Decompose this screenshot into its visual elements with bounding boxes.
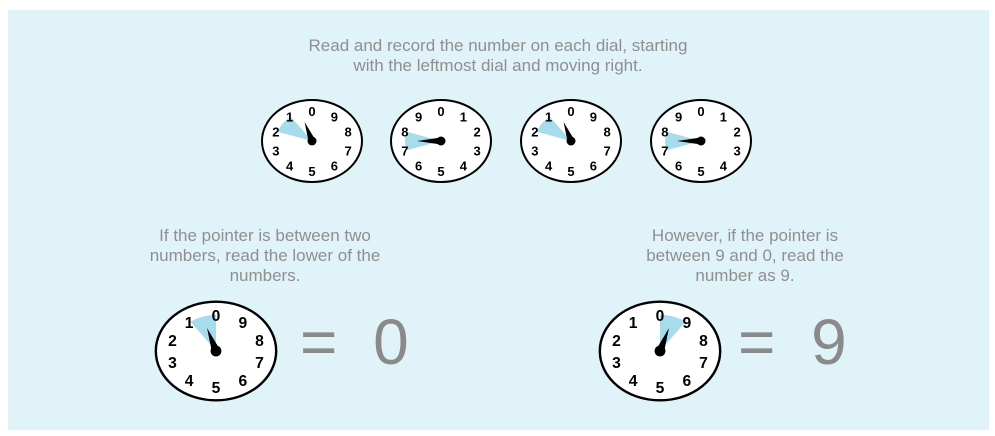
dial-digit: 8	[699, 333, 708, 350]
rule-nine-line-1: However, if the pointer is	[585, 226, 905, 246]
dial-digit: 6	[590, 158, 597, 173]
rule-lower-line-2: numbers, read the lower of the	[100, 246, 430, 266]
dial-digit: 1	[629, 315, 638, 332]
dial-digit: 8	[661, 125, 668, 140]
result-value: 9	[811, 306, 847, 378]
example-dial-zero: 0 12 34 5 67 89	[151, 296, 281, 406]
instructions-text: Read and record the number on each dial,…	[200, 36, 796, 76]
dial-digit: 3	[474, 143, 481, 158]
rule-nine-line-3: number as 9.	[585, 266, 905, 286]
dial-digit: 1	[286, 110, 293, 125]
dial-digit: 6	[415, 158, 422, 173]
dial-digit: 3	[168, 355, 177, 372]
dial-digit: 5	[212, 380, 221, 397]
dial-digit: 4	[286, 158, 294, 173]
dial-digit: 5	[567, 164, 574, 179]
dial-digit: 9	[590, 110, 597, 125]
dial-digit: 7	[401, 143, 408, 158]
equation-zero: = 0	[300, 310, 409, 374]
pointer-hub	[697, 137, 706, 146]
equals-sign: =	[738, 306, 775, 378]
dial-digit: 0	[212, 308, 221, 325]
dial-digit: 7	[661, 143, 668, 158]
dial-digit: 4	[460, 158, 468, 173]
dial-digit: 2	[734, 125, 741, 140]
dial-digit: 0	[437, 104, 444, 119]
dial-digit: 0	[308, 104, 315, 119]
rule-lower-number-text: If the pointer is between two numbers, r…	[100, 226, 430, 286]
pointer-hub	[567, 137, 576, 146]
dial-digit: 4	[720, 158, 728, 173]
dial-digit: 2	[531, 125, 538, 140]
instructions-line-2: with the leftmost dial and moving right.	[200, 56, 796, 76]
dial-digit: 5	[437, 164, 444, 179]
dial-digit: 5	[697, 164, 704, 179]
dial-digit: 2	[474, 125, 481, 140]
dial-digit: 9	[675, 110, 682, 125]
dial-digit: 6	[239, 373, 248, 390]
dial-digit: 9	[239, 315, 248, 332]
rule-lower-line-1: If the pointer is between two	[100, 226, 430, 246]
dial-digit: 1	[185, 315, 194, 332]
dial-digit: 5	[656, 380, 665, 397]
instructions-line-1: Read and record the number on each dial,…	[200, 36, 796, 56]
dial-digit: 2	[612, 333, 621, 350]
dial-digit: 4	[545, 158, 553, 173]
dial-digit: 2	[272, 125, 279, 140]
dial-digit: 6	[683, 373, 692, 390]
rule-nine-zero-text: However, if the pointer is between 9 and…	[585, 226, 905, 286]
dial-digit: 8	[255, 333, 264, 350]
dial-digit: 0	[656, 308, 665, 325]
dial-digit: 3	[272, 143, 279, 158]
example-dial-nine: 0 12 34 5 67 89	[595, 296, 725, 406]
dial-digit: 0	[567, 104, 574, 119]
dial-digit: 6	[675, 158, 682, 173]
pointer-hub	[211, 346, 222, 357]
dial-digit: 0	[697, 104, 704, 119]
dial-digit: 1	[460, 110, 467, 125]
rule-lower-line-3: numbers.	[100, 266, 430, 286]
pointer-hub	[308, 137, 317, 146]
equation-nine: = 9	[738, 310, 847, 374]
dial-digit: 7	[345, 143, 352, 158]
dial-digit: 8	[604, 125, 611, 140]
pointer-hub	[655, 346, 666, 357]
dial-digit: 4	[629, 373, 638, 390]
dial-digit: 3	[612, 355, 621, 372]
dial-digit: 8	[401, 125, 408, 140]
dial-digit: 9	[415, 110, 422, 125]
pointer-hub	[437, 137, 446, 146]
dial-digit: 3	[531, 143, 538, 158]
dial-digit: 5	[308, 164, 315, 179]
dial-digit: 7	[699, 355, 708, 372]
dial-digit: 7	[255, 355, 264, 372]
dial-digit: 1	[545, 110, 552, 125]
dial-digit: 9	[683, 315, 692, 332]
dial-digit: 3	[734, 143, 741, 158]
result-value: 0	[373, 306, 409, 378]
dial-digit: 8	[345, 125, 352, 140]
dial-2: 0 12 34 567 89	[387, 96, 495, 186]
dial-digit: 2	[168, 333, 177, 350]
dial-digit: 9	[331, 110, 338, 125]
rule-nine-line-2: between 9 and 0, read the	[585, 246, 905, 266]
dial-digit: 7	[604, 143, 611, 158]
dial-digit: 1	[720, 110, 727, 125]
equals-sign: =	[300, 306, 337, 378]
dial-digit: 4	[185, 373, 194, 390]
dial-digit: 6	[331, 158, 338, 173]
dial-4: 0 12 34 567 89	[647, 96, 755, 186]
